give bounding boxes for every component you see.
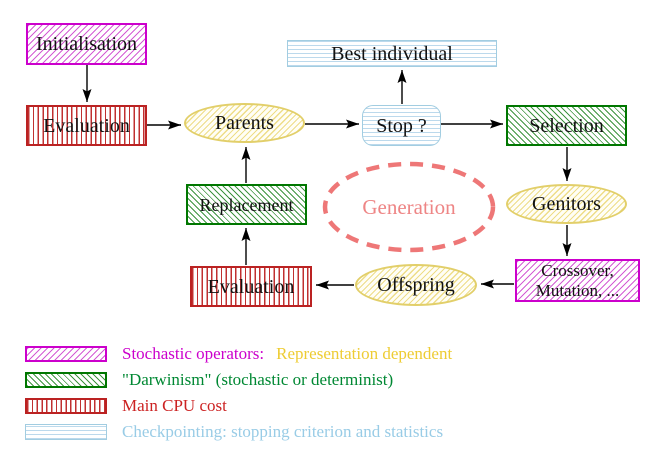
best-individual-node: Best individual	[287, 40, 497, 67]
offspring-node: Offspring	[355, 264, 477, 306]
evaluation-top-node: Evaluation	[26, 105, 147, 146]
parents-node: Parents	[184, 103, 305, 143]
legend-row-stochastic-operators: Stochastic operators: Representation depe…	[25, 344, 452, 364]
darwinism-swatch	[25, 372, 107, 388]
legend-row-checkpointing: Checkpointing: stopping criterion and st…	[25, 422, 444, 441]
darwinism-label: "Darwinism" (stochastic or determinist)	[122, 370, 394, 389]
main-cpu-cost-label: Main CPU cost	[122, 396, 227, 415]
crossover-line2: Mutation, ...	[535, 280, 620, 300]
initialisation-node: Initialisation	[26, 23, 147, 65]
main-cpu-cost-swatch	[25, 398, 107, 414]
checkpointing-swatch	[25, 424, 107, 440]
selection-node: Selection	[506, 105, 627, 146]
checkpointing-label: Checkpointing: stopping criterion and st…	[122, 422, 444, 441]
stop-node: Stop ?	[362, 105, 441, 146]
generation-label: Generation	[362, 195, 456, 219]
genitors-node: Genitors	[506, 184, 627, 224]
crossover-line1: Crossover,	[541, 260, 614, 280]
evaluation-bottom-node: Evaluation	[190, 266, 312, 307]
stochastic-operators-label: Stochastic operators:	[122, 344, 265, 363]
generation-dashed-ellipse	[322, 161, 496, 253]
legend-text: Stochastic operators: Representation depe…	[122, 344, 452, 364]
stochastic-operators-swatch	[25, 346, 107, 362]
legend-row-darwinism: "Darwinism" (stochastic or determinist)	[25, 370, 394, 389]
legend-row-main-cpu-cost: Main CPU cost	[25, 396, 227, 415]
crossover-mutation-node: Crossover, Mutation, ...	[515, 259, 640, 302]
replacement-node: Replacement	[186, 184, 307, 225]
representation-dependent-label: Representation dependent	[276, 344, 453, 363]
